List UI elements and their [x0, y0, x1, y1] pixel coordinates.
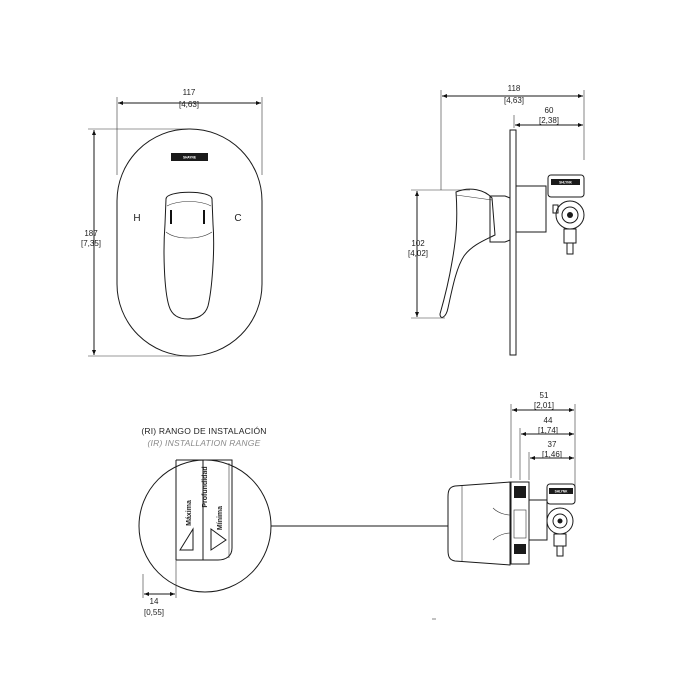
- install-cover-sleeve: [447, 481, 511, 566]
- install-d1-in: [2,01]: [534, 401, 554, 410]
- install-d1-mm: 51: [540, 391, 549, 400]
- lever-neck-edge: [165, 231, 213, 239]
- installation-detail: (RI) RANGO DE INSTALACIÓN (IR) INSTALLAT…: [138, 426, 448, 617]
- install-d2-in: [1,74]: [538, 426, 558, 435]
- side-brand-plate-text: SHLYNK: [559, 181, 573, 185]
- install-inlet-inner: [552, 513, 568, 529]
- gauge-min-label: Mínima: [217, 506, 224, 530]
- side-height-in: [4,02]: [408, 249, 428, 258]
- install-outlet-pipe: [553, 533, 567, 547]
- front-height-mm: 187: [84, 229, 98, 238]
- side-bonnet: [489, 195, 511, 243]
- side-valve-body: [515, 185, 547, 233]
- install-d3-mm: 37: [548, 440, 557, 449]
- gauge-depth-label: Profundidad: [202, 466, 209, 507]
- install-valve-body: [528, 499, 548, 541]
- install-range-subtitle: (IR) INSTALLATION RANGE: [148, 438, 261, 448]
- side-body-in: [2,38]: [539, 116, 559, 125]
- install-valve-cap: [546, 483, 576, 505]
- install-gauge-mark-top: [514, 486, 526, 498]
- front-view: 117 [4,63] 187 [7,35] SHAYNE H C: [81, 88, 263, 357]
- offset-mm: 14: [150, 597, 159, 606]
- side-brand-plate: [551, 179, 580, 185]
- gauge-max-arrow: [179, 527, 194, 551]
- install-gauge-mark-bottom: [514, 544, 526, 554]
- front-height-in: [7,35]: [81, 239, 101, 248]
- brand-plate-text: SHAYNE: [183, 156, 196, 160]
- side-depth-mm: 118: [508, 84, 521, 93]
- install-d3-in: [1,46]: [542, 450, 562, 459]
- offset-in: [0,55]: [144, 608, 164, 617]
- lever-handle: [163, 191, 215, 320]
- hot-label: H: [133, 213, 140, 224]
- side-valve-cap: [547, 174, 585, 198]
- front-width-in: [4,63]: [179, 100, 199, 109]
- front-width-mm: 117: [183, 88, 196, 97]
- side-wall-plate: [509, 129, 517, 356]
- escutcheon-plate: [116, 128, 263, 357]
- side-outlet-pipe: [563, 228, 577, 244]
- side-body-mm: 60: [545, 106, 554, 115]
- lever-top-edge: [166, 201, 212, 207]
- install-brand-plate-text: SHLYNK: [555, 490, 569, 494]
- gauge-min-arrow: [210, 528, 227, 551]
- side-height-mm: 102: [411, 239, 425, 248]
- side-lever-profile: [439, 188, 496, 318]
- install-brand-plate: [549, 488, 573, 494]
- side-inlet-inner: [561, 206, 579, 224]
- side-inlet-center: [567, 212, 573, 218]
- side-depth-in: [4,63]: [504, 96, 524, 105]
- cold-label: C: [234, 213, 241, 224]
- install-range-title: (RI) RANGO DE INSTALACIÓN: [141, 426, 266, 436]
- install-side-view: 51 [2,01] 44 [1,74] 37 [1,46] SHLYNK: [447, 391, 576, 566]
- brand-plate: [171, 153, 208, 161]
- gauge-max-label: Máxima: [186, 500, 193, 526]
- install-d2-mm: 44: [544, 416, 553, 425]
- side-view: 118 [4,63] 60 [2,38] 102 [4,02] SHLYNK: [408, 84, 585, 356]
